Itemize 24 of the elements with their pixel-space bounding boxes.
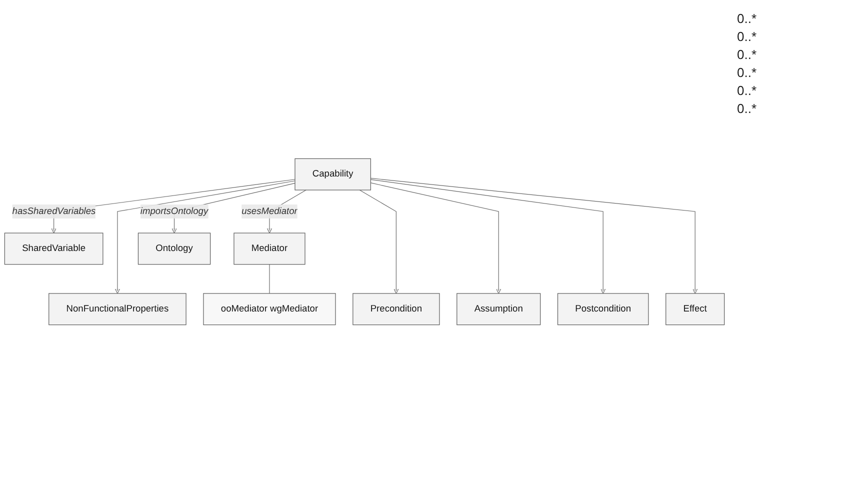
connector [269, 264, 270, 294]
edge-label: usesMediator [242, 206, 298, 216]
arrow [370, 179, 606, 294]
multiplicity-label: 0..* [737, 101, 758, 116]
node-box: Postcondition [557, 292, 649, 325]
node-box: Capability [294, 158, 371, 190]
edge-label: importsOntology [140, 206, 208, 216]
multiplicity-label: 0..* [737, 29, 758, 44]
arrow [370, 182, 502, 294]
node-box: Ontology [138, 232, 211, 264]
node-box: Precondition [352, 292, 440, 325]
node-box: Effect [666, 292, 725, 325]
node-box: Assumption [456, 292, 541, 325]
arrow [370, 178, 698, 294]
node-box: SharedVariable [4, 232, 104, 264]
multiplicity-label: 0..* [737, 47, 758, 62]
arrow [359, 190, 399, 294]
node-box: Mediator [234, 232, 306, 264]
multiplicity-label: 0..* [737, 11, 758, 26]
node-box: ooMediator wgMediator [203, 292, 336, 325]
multiplicity-label: 0..* [737, 83, 758, 98]
edge-label: hasSharedVariables [12, 206, 96, 216]
multiplicity-label: 0..* [737, 65, 758, 80]
node-box: NonFunctionalProperties [48, 292, 186, 325]
